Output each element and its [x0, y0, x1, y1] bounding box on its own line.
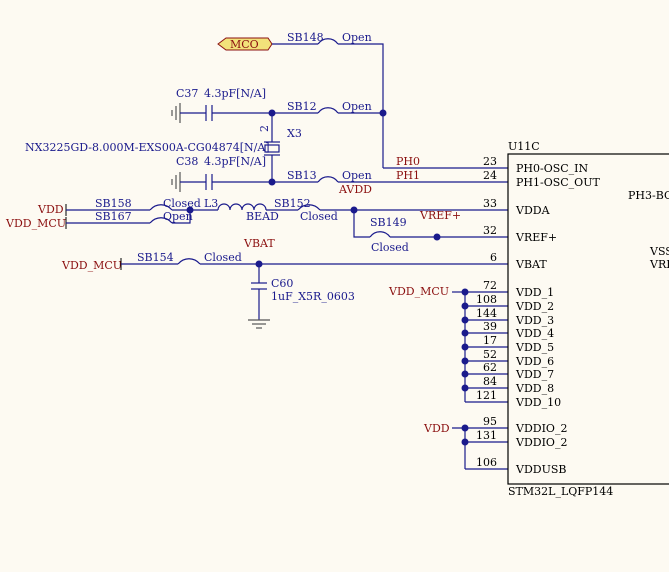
ic-pin-number: 131	[476, 429, 497, 442]
c38-ground-icon	[171, 172, 181, 192]
sb12-ref: SB12	[287, 100, 317, 113]
ic-pin-number: 52	[483, 348, 497, 361]
net-avdd: AVDD	[338, 183, 372, 196]
ic-pin-number: 33	[483, 197, 497, 210]
sb167-jumper	[149, 217, 173, 224]
ic-pin-name: VREF+	[515, 231, 557, 244]
sb154-state: Closed	[204, 251, 242, 264]
ic-pin-name: VDDA	[515, 204, 551, 217]
ic-pin-name: VDD_7	[515, 368, 554, 381]
ic-pin-name: VDD_6	[515, 355, 554, 368]
u11c-right-label: VSS	[649, 245, 669, 258]
c60-ground-icon	[248, 319, 270, 329]
c37-value: 4.3pF[N/A]	[204, 87, 266, 100]
sb154-jumper	[177, 258, 201, 265]
ic-pin-name: VDD_1	[515, 286, 554, 299]
sb148-jumper	[317, 38, 339, 45]
net-ph0: PH0	[396, 155, 420, 168]
x3-crystal	[264, 141, 280, 156]
ic-pin-name: PH0-OSC_IN	[516, 162, 589, 175]
sb149-ref: SB149	[370, 216, 407, 229]
c37-capacitor	[205, 105, 213, 121]
u11c-ref: U11C	[508, 140, 540, 153]
c38-ref: C38	[176, 155, 198, 168]
l3-value: BEAD	[246, 210, 279, 223]
ic-pin-name: VDD_10	[515, 396, 561, 409]
ic-pin-name: PH1-OSC_OUT	[516, 176, 600, 189]
ic-pin-name: VDD_3	[515, 314, 554, 327]
c38-capacitor	[205, 174, 213, 190]
sb13-state: Open	[342, 169, 372, 182]
sb148-state: Open	[342, 31, 372, 44]
sb158-ref: SB158	[95, 197, 132, 210]
ic-pin-name: VDDIO_2	[515, 436, 567, 449]
net-vdd-1: VDD	[37, 203, 64, 216]
ic-pin-name: VDDUSB	[515, 463, 566, 476]
u11c-part: STM32L_LQFP144	[508, 485, 613, 498]
sb158-jumper	[149, 204, 173, 211]
c60-capacitor	[251, 282, 267, 290]
sb152-state: Closed	[300, 210, 338, 223]
x3-ref: X3	[287, 127, 302, 140]
ic-pin-number: 62	[483, 361, 497, 374]
ic-pin-number: 108	[476, 293, 497, 306]
ic-pin-number: 72	[483, 279, 497, 292]
net-vref-plus: VREF+	[419, 209, 461, 222]
sb13-ref: SB13	[287, 169, 317, 182]
ic-pin-number: 84	[483, 375, 497, 388]
ic-pin-number: 23	[483, 155, 497, 168]
ic-pin-number: 106	[476, 456, 497, 469]
sb12-state: Open	[342, 100, 372, 113]
l3-bead	[217, 203, 267, 211]
ic-pin-number: 121	[476, 389, 497, 402]
ic-pin-number: 39	[483, 320, 497, 333]
sb152-jumper	[297, 204, 321, 211]
x3-part: NX3225GD-8.000M-EXS00A-CG04874[N/A]	[25, 141, 270, 154]
ic-pin-name: VDD_4	[515, 327, 554, 340]
x3-pin2: 2	[258, 125, 271, 132]
ic-pin-name: VBAT	[515, 258, 547, 271]
c37-ground-icon	[171, 103, 181, 123]
u11c-body	[507, 153, 669, 485]
c60-value: 1uF_X5R_0603	[271, 290, 355, 303]
sb154-ref: SB154	[137, 251, 174, 264]
net-vdd-mcu-3: VDD_MCU	[388, 285, 449, 298]
sb167-ref: SB167	[95, 210, 132, 223]
l3-ref: L3	[204, 197, 218, 210]
ic-pin-name: VDDIO_2	[515, 422, 567, 435]
c37-ref: C37	[176, 87, 198, 100]
sb152-ref: SB152	[274, 197, 311, 210]
ic-pin-name: VDD_2	[515, 300, 554, 313]
net-ph1: PH1	[396, 169, 420, 182]
ic-pin-number: 144	[476, 307, 497, 320]
c38-value: 4.3pF[N/A]	[204, 155, 266, 168]
c60-ref: C60	[271, 277, 293, 290]
net-vdd-2: VDD	[423, 422, 450, 435]
net-vdd-mcu-1: VDD_MCU	[5, 217, 66, 230]
sb167-state: Open	[163, 210, 193, 223]
u11c-right-label: VRE	[649, 258, 669, 271]
ic-pin-number: 17	[483, 334, 497, 347]
ic-pin-number: 24	[483, 169, 497, 182]
sb12-jumper	[317, 107, 339, 114]
ic-pin-name: VDD_8	[515, 382, 554, 395]
u11c-right-label: PH3-BO	[628, 189, 669, 202]
net-vbat: VBAT	[243, 237, 275, 250]
ic-pin-number: 95	[483, 415, 497, 428]
mco-port-label: MCO	[230, 38, 259, 51]
ic-pin-name: VDD_5	[515, 341, 554, 354]
ic-pin-number: 32	[483, 224, 497, 237]
ic-pin-number: 6	[490, 251, 497, 264]
sb149-jumper	[369, 231, 391, 238]
sb13-jumper	[317, 176, 339, 183]
net-vdd-mcu-2: VDD_MCU	[61, 259, 122, 272]
sb158-state: Closed	[163, 197, 201, 210]
sb149-state: Closed	[371, 241, 409, 254]
sb148-ref: SB148	[287, 31, 324, 44]
